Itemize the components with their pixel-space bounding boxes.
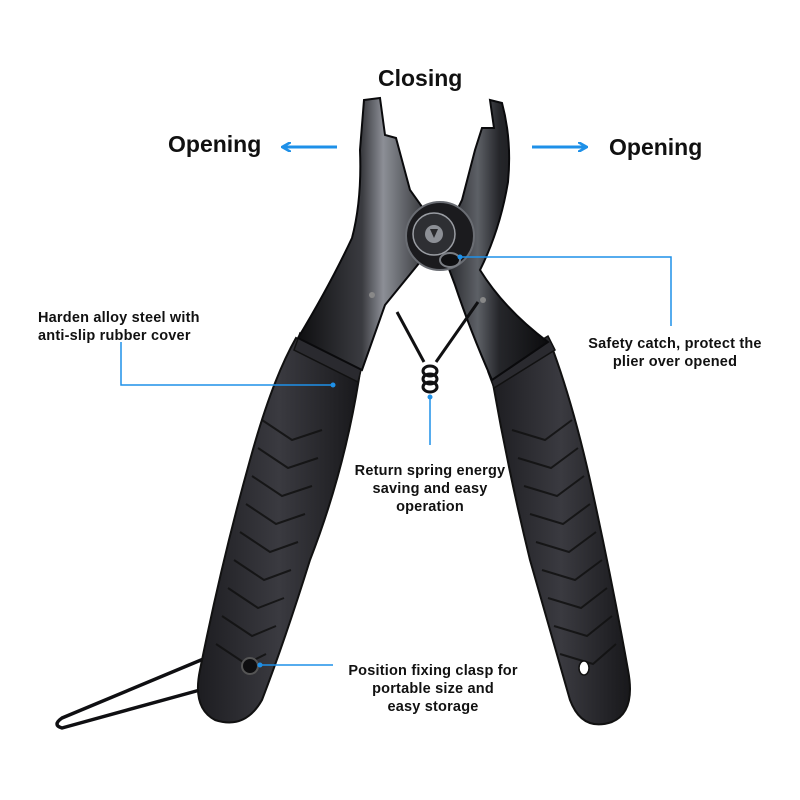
opening-label-right: Opening — [609, 134, 703, 160]
hang-hole — [578, 660, 590, 676]
clasp-callout-line-2: portable size and — [372, 681, 494, 697]
left-handle — [196, 331, 363, 724]
spring-callout: Return spring energy saving and easy ope… — [340, 462, 520, 516]
safety-callout-line-1: Safety catch, protect the — [588, 336, 762, 352]
spring-callout-line-1: Return spring energy — [354, 463, 506, 479]
spring-callout-line-3: operation — [396, 499, 464, 515]
spring-callout-line-2: saving and easy — [372, 481, 488, 497]
clasp-callout-line-1: Position fixing clasp for — [348, 663, 518, 679]
return-spring — [395, 301, 480, 394]
safety-callout: Safety catch, protect the plier over ope… — [578, 335, 772, 371]
right-steel-arm — [438, 98, 550, 382]
clasp-rivet — [241, 657, 259, 675]
clasp-callout: Position fixing clasp for portable size … — [338, 662, 528, 716]
pivot — [405, 201, 475, 271]
opening-label-left: Opening — [168, 131, 262, 157]
steel-callout-line-2: anti-slip rubber cover — [38, 328, 191, 344]
clasp-callout-line-3: easy storage — [387, 699, 479, 715]
leader-line-safety — [460, 256, 672, 326]
steel-callout: Harden alloy steel with anti-slip rubber… — [38, 309, 200, 345]
safety-callout-line-2: plier over opened — [612, 354, 738, 370]
safety-catch — [439, 252, 461, 268]
closing-label: Closing — [378, 65, 463, 91]
steel-callout-line-1: Harden alloy steel with — [38, 310, 200, 326]
fixing-clasp — [55, 648, 251, 730]
leader-line-steel — [120, 342, 333, 386]
